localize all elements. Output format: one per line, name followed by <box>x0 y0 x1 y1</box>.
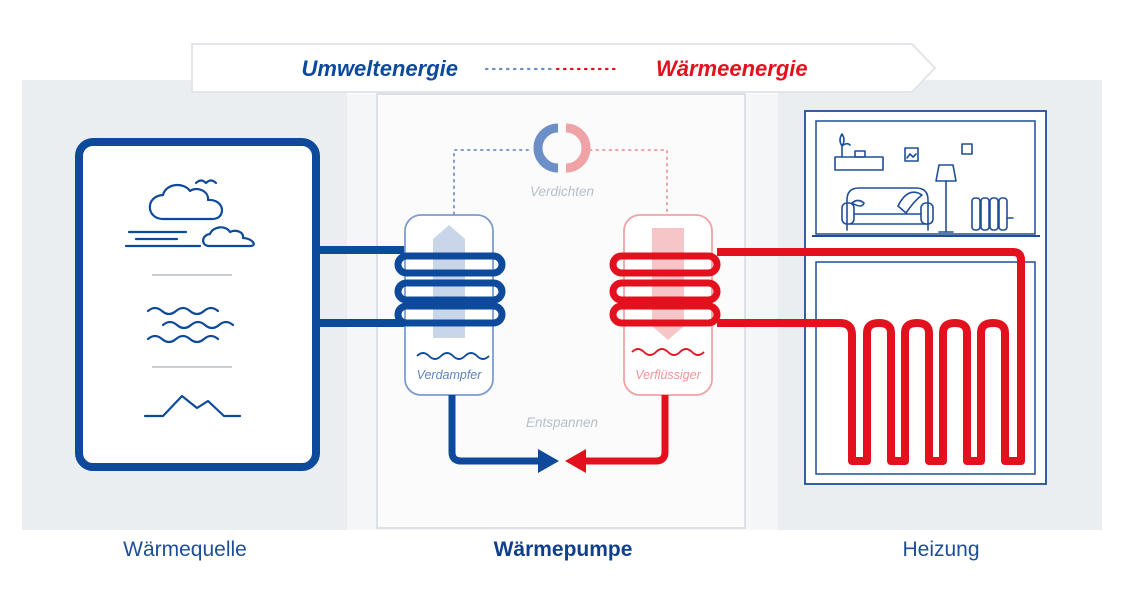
condenser-return-pipe <box>584 395 669 465</box>
water-waves-icon <box>146 306 235 344</box>
red-arrowhead <box>565 449 586 473</box>
heat-pump-label: Wärmepumpe <box>493 538 633 561</box>
energy-banner <box>191 43 937 93</box>
heat-source-box <box>75 138 320 471</box>
blue-arrowhead <box>538 449 559 473</box>
condenser-coils <box>609 252 721 327</box>
evaporator-return-pipe <box>448 395 540 465</box>
compressor-dots-blue <box>453 149 533 215</box>
condenser-liquid-wave <box>631 348 705 356</box>
heat-source-label: Wärmequelle <box>123 538 247 561</box>
source-pipes <box>312 246 408 327</box>
evaporator-coils <box>394 252 506 327</box>
compressor-icon <box>533 123 591 173</box>
air-cloud-icon <box>124 179 255 248</box>
heating-circuit <box>717 248 1025 465</box>
ground-mountain-icon <box>143 394 242 418</box>
heating-label: Heizung <box>902 538 980 561</box>
room-lower <box>815 261 1036 475</box>
expansion-label: Entspannen <box>526 415 598 430</box>
room-upper <box>815 120 1036 235</box>
compressor-dots-red <box>589 149 668 215</box>
environment-energy-label: Umweltenergie <box>302 56 459 81</box>
evaporator-liquid-wave <box>416 352 490 360</box>
heat-energy-label: Wärmeenergie <box>656 56 808 81</box>
living-room-icon <box>834 133 1014 233</box>
evaporator-label: Verdampfer <box>417 368 483 382</box>
compressor-label: Verdichten <box>530 184 594 199</box>
condenser-label: Verflüssiger <box>635 368 701 382</box>
